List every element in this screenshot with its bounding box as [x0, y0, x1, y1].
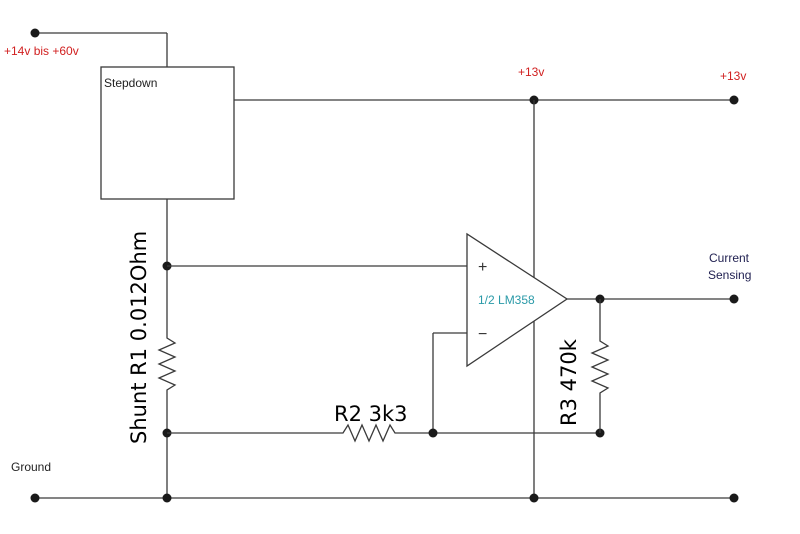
ground-shunt-node	[162, 493, 172, 503]
r2-resistor	[338, 423, 400, 443]
r2-label: R2 3k3	[334, 402, 408, 426]
input-terminal-node	[30, 28, 40, 38]
r2-junction-node	[428, 428, 438, 438]
rail-13v-label-mid: +13v	[518, 65, 544, 79]
inverting-input-wire	[432, 332, 467, 433]
input-voltage-label: +14v bis +60v	[4, 44, 79, 58]
opamp-lm358	[466, 232, 569, 368]
opamp-plus-sign: +	[478, 259, 487, 276]
ground-label: Ground	[11, 460, 51, 474]
ground-left-node	[30, 493, 40, 503]
stepdown-box	[100, 66, 235, 200]
ground-right-node	[729, 493, 739, 503]
shunt-resistor-r1	[157, 333, 177, 395]
stepdown-label: Stepdown	[104, 76, 157, 90]
r3-resistor	[590, 336, 610, 398]
output-terminal-node	[729, 294, 739, 304]
r3-label: R3 470k	[557, 338, 581, 426]
rail-13v-terminal-node	[729, 95, 739, 105]
current-sensing-label-line1: Current	[709, 251, 750, 265]
opamp-minus-sign: −	[478, 326, 487, 343]
rail-13v-label-right: +13v	[720, 69, 746, 83]
opamp-label: 1/2 LM358	[478, 293, 535, 307]
ground-opamp-node	[529, 493, 539, 503]
current-sensing-label-line2: Sensing	[708, 268, 751, 282]
input-wire	[35, 32, 168, 67]
shunt-r1-label: Shunt R1 0.012Ohm	[127, 231, 151, 444]
